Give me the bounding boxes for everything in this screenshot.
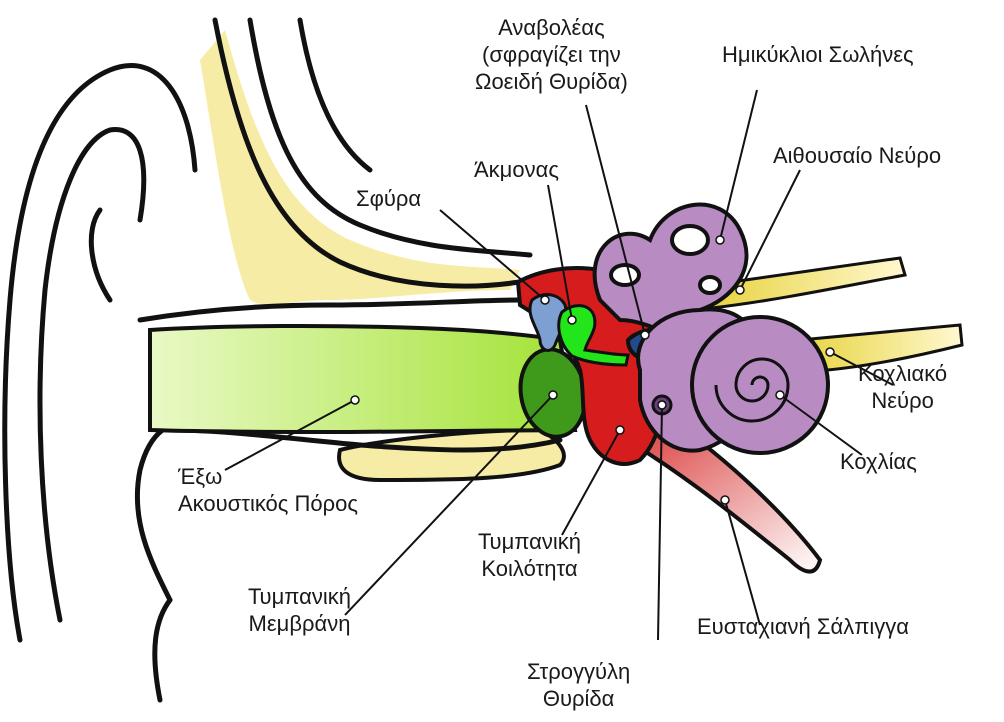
label-round-window: Στρογγύλη Θυρίδα — [527, 658, 630, 712]
label-ear-canal: Έξω Ακουστικός Πόρος — [178, 463, 358, 517]
label-cochlear-nerve: Κοχλιακό Νεύρο — [858, 360, 947, 414]
cochlea — [692, 317, 828, 453]
ear-canal — [150, 326, 575, 432]
temporal-bone-upper — [200, 30, 520, 304]
label-cochlea: Κοχλίας — [840, 448, 917, 475]
label-malleus: Σφύρα — [356, 185, 421, 212]
label-tympanic-cavity: Τυμπανική Κοιλότητα — [478, 528, 581, 582]
label-incus: Άκμονας — [474, 156, 559, 183]
label-vestibular-nerve: Αιθουσαίο Νεύρο — [773, 142, 941, 169]
label-stapes: Αναβολέας (σφραγίζει την Ωοειδή Θυρίδα) — [475, 14, 628, 95]
label-eustachian-tube: Ευσταχιανή Σάλπιγγα — [697, 613, 909, 640]
label-eardrum: Τυμπανική Μεμβράνη — [248, 583, 351, 637]
label-semicircular-canals: Ημικύκλιοι Σωλήνες — [722, 41, 914, 68]
temporal-bone-lower — [339, 430, 564, 480]
